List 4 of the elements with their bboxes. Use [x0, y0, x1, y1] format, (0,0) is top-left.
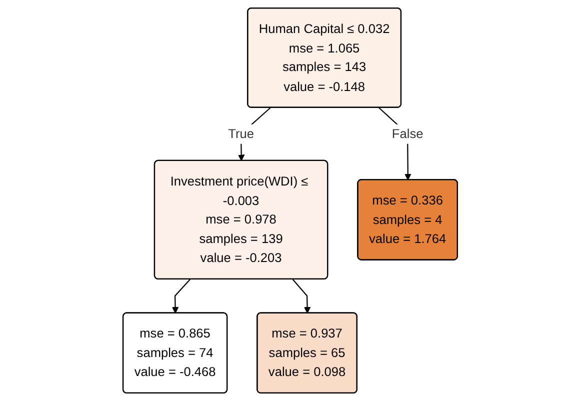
edge-label: False [392, 126, 423, 141]
arrow [172, 278, 190, 314]
edge-label: True [228, 126, 254, 141]
arrow [292, 278, 310, 314]
